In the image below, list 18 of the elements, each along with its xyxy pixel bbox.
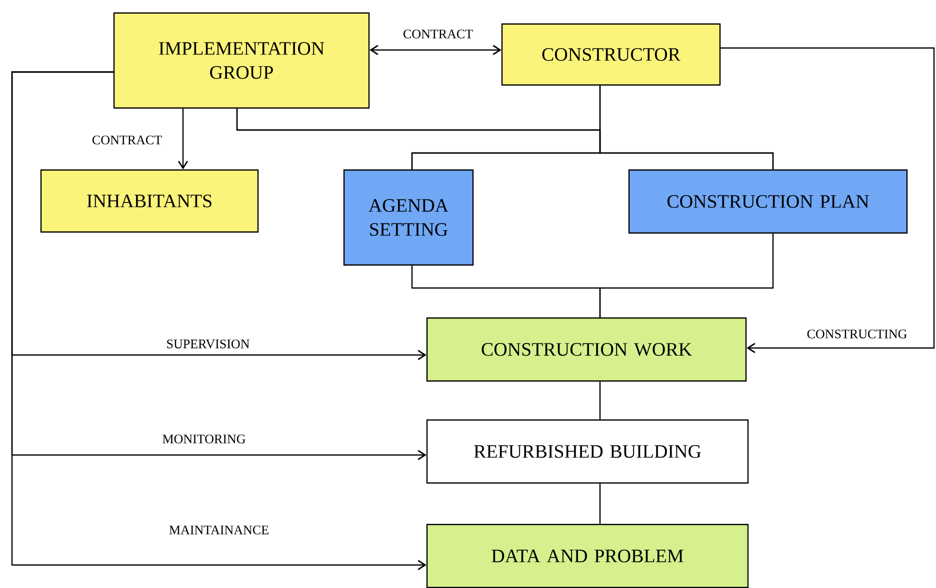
arrow xyxy=(720,47,935,354)
process-box: CONSTRUCTOR xyxy=(501,23,721,86)
process-box: INHABITANTS xyxy=(40,169,259,233)
process-box: REFURBISHED BUILDING xyxy=(426,419,749,484)
edge-label: CONTRACT xyxy=(402,28,474,40)
edge-label: MAINTAINANCE xyxy=(168,524,270,536)
edge-label: MONITORING xyxy=(161,434,247,444)
edge-label: SUPERVISION xyxy=(165,338,251,350)
arrow xyxy=(178,108,188,170)
arrow xyxy=(11,71,426,570)
arrow xyxy=(370,44,502,56)
process-box: CONSTRUCTION WORK xyxy=(426,317,747,382)
edge-label: CONTRACT xyxy=(90,134,164,146)
edge-label: CONSTRUCTING xyxy=(806,328,908,340)
process-box: DATA AND PROBLEM xyxy=(426,524,749,588)
process-box: IMPLEMENTATION GROUP xyxy=(113,12,370,109)
process-box: CONSTRUCTION PLAN xyxy=(628,169,908,234)
process-box: AGENDA SETTING xyxy=(343,169,474,266)
